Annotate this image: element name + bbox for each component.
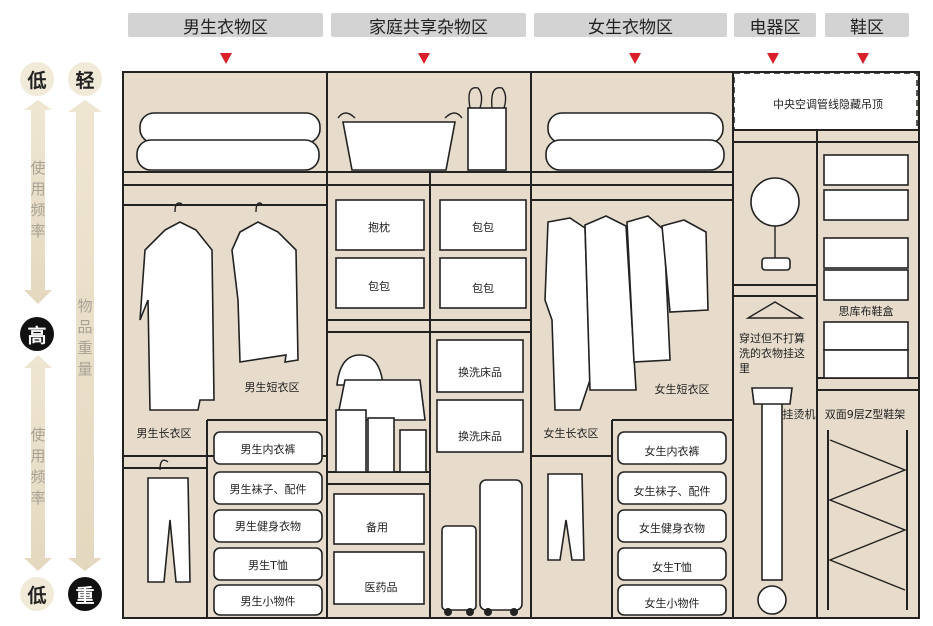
men-drawer-4: 男生T恤 xyxy=(248,557,288,573)
women-long-label: 女生长衣区 xyxy=(544,425,599,441)
men-drawer-3: 男生健身衣物 xyxy=(235,518,301,534)
men-drawer-1: 男生内衣裤 xyxy=(241,441,296,457)
box-bag-1: 包包 xyxy=(368,278,390,294)
men-drawer-2: 男生袜子、配件 xyxy=(230,481,307,497)
rack-label: 双面9层Z型鞋架 xyxy=(825,406,906,422)
men-short-label: 男生短衣区 xyxy=(245,379,300,395)
shoebox-label: 思库布鞋盒 xyxy=(839,303,894,319)
men-long-label: 男生长衣区 xyxy=(137,425,192,441)
women-drawer-1: 女生内衣裤 xyxy=(645,443,700,459)
women-drawer-4: 女生T恤 xyxy=(652,559,692,575)
box-spare: 备用 xyxy=(366,519,388,535)
women-drawer-5: 女生小物件 xyxy=(645,595,700,611)
bedding-1: 换洗床品 xyxy=(458,364,502,380)
bedding-2: 换洗床品 xyxy=(458,428,502,444)
women-short-label: 女生短衣区 xyxy=(655,381,710,397)
hang-note-label: 穿过但不打算洗的衣物挂这里 xyxy=(739,331,813,376)
steamer-label: 挂烫机 xyxy=(783,406,816,422)
box-pillow: 抱枕 xyxy=(368,219,390,235)
box-bag-2: 包包 xyxy=(472,219,494,235)
women-drawer-3: 女生健身衣物 xyxy=(639,520,705,536)
men-drawer-5: 男生小物件 xyxy=(241,593,296,609)
box-bag-3: 包包 xyxy=(472,280,494,296)
women-drawer-2: 女生袜子、配件 xyxy=(634,483,711,499)
box-medicine: 医药品 xyxy=(365,579,398,595)
ceiling-label: 中央空调管线隐藏吊顶 xyxy=(773,96,883,112)
